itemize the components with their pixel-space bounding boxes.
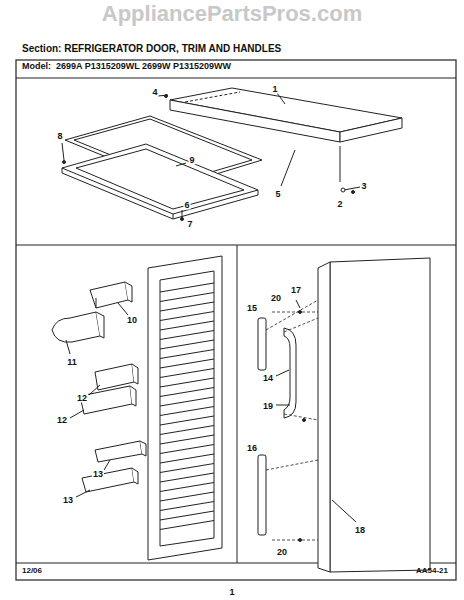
callout-number: 2 — [336, 200, 343, 209]
callout-number: 13 — [62, 496, 74, 505]
callout-number: 4 — [151, 88, 158, 97]
door-panel — [170, 88, 402, 142]
callout-number: 16 — [246, 444, 258, 453]
callout-number: 13 — [92, 470, 104, 479]
callout-number: 20 — [276, 548, 288, 557]
handle-trims — [258, 318, 296, 535]
date-code: 12/06 — [22, 567, 42, 575]
callout-number: 14 — [262, 374, 274, 383]
callout-number: 11 — [66, 358, 78, 367]
callout-number: 8 — [56, 132, 63, 141]
door-bins — [52, 282, 146, 492]
callout-number: 20 — [270, 294, 282, 303]
model-label: Model: — [22, 62, 51, 71]
callout-number: 18 — [354, 526, 366, 535]
callout-number: 9 — [188, 156, 195, 165]
callout-number: 6 — [183, 201, 190, 210]
callout-number: 17 — [290, 286, 302, 295]
drawing-code: AA54-21 — [416, 567, 448, 575]
callout-number: 19 — [262, 402, 274, 411]
section-title: Section: REFRIGERATOR DOOR, TRIM AND HAN… — [22, 44, 281, 54]
callout-number: 7 — [186, 220, 193, 229]
callout-number: 1 — [271, 85, 278, 94]
callout-number: 15 — [246, 304, 258, 313]
outer-door — [318, 258, 430, 572]
callout-number: 12 — [76, 394, 88, 403]
door-trim — [62, 144, 258, 219]
page-number: 1 — [229, 588, 234, 597]
callout-number: 3 — [360, 182, 367, 191]
callout-number: 12 — [56, 416, 68, 425]
watermark: AppliancePartsPros.com — [102, 3, 362, 25]
door-liner — [148, 256, 222, 560]
callout-number: 5 — [274, 190, 281, 199]
callout-number: 10 — [126, 316, 138, 325]
model-number: 2699A P1315209WL 2699W P1315209WW — [56, 62, 231, 71]
